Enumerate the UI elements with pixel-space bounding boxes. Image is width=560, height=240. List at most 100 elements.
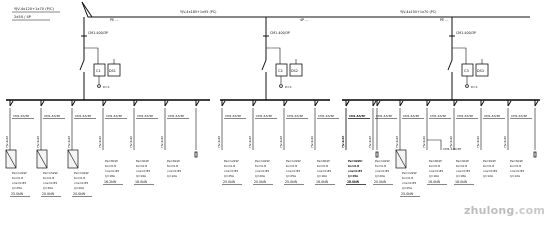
spare-terminal (375, 151, 379, 158)
branch-param: cos=0.85 (348, 169, 362, 173)
branch-param: Kx=0.8 (317, 164, 328, 168)
branch-switch (40, 100, 45, 107)
branch-breaker-label: CM1-63/3P (511, 114, 527, 118)
branch-param: Kx=0.8 (375, 164, 386, 168)
branch-switch (283, 100, 288, 107)
branch-param: Pe=15kW (43, 171, 58, 175)
branch-3: CM1-63/3PYJV-4x16Pe=12kWKx=0.8cos=0.85Ij… (279, 100, 308, 185)
capacitor-label: C2 (278, 69, 283, 73)
branch-breaker-label: CM1-63/3P (168, 114, 184, 118)
branch-param: Kx=0.8 (12, 176, 23, 180)
branch-2: CM1-63/3PYJV-4x16Pe=10kWKx=0.8cos=0.85Ij… (248, 100, 277, 185)
branch-switch (164, 100, 169, 107)
meter-tap (84, 47, 99, 60)
incomer-breaker-label: CM1-400/3P (270, 31, 290, 35)
branch-switch (195, 100, 200, 107)
branch-param: cos=0.85 (167, 169, 181, 173)
branch-load-label: 20.0kW (42, 192, 55, 196)
branch-param: Ij=25A (224, 174, 235, 178)
branch-param: Ij=25A (348, 174, 359, 178)
branch-param: Kx=0.8 (224, 164, 235, 168)
branch-breaker-label: CM1-63/3P (75, 114, 91, 118)
branch-param: Pe=8kW (429, 159, 442, 163)
branch-param: Pe=12kW (12, 171, 27, 175)
branch-param: cos=0.85 (224, 169, 238, 173)
branch-cable-label: YJV-4x16 (279, 135, 283, 148)
branch-load-label: 25.0kW (401, 192, 414, 196)
branch-param: Pe=9kW (136, 159, 149, 163)
branch-6 (375, 100, 381, 158)
branch-breaker-label: CM1-63/3P (457, 114, 473, 118)
branch-param: cos=0.85 (429, 169, 443, 173)
branch-switch (534, 100, 539, 107)
branch-param: Ij=16A (317, 174, 328, 178)
branch-param: cos=0.85 (43, 181, 57, 185)
branch-param: Kx=0.8 (348, 164, 359, 168)
branch-param: Pe=10kW (74, 171, 89, 175)
feeder-cable-label-mid: YJV-4x185+1x95 (PC) (180, 10, 217, 14)
branch-param: Pe=8kW (105, 159, 118, 163)
branch-breaker-label: CM1-63/3P (318, 114, 334, 118)
branch-load-label: 25.0kW (285, 180, 298, 184)
branch-load-label: 20.0kW (254, 180, 267, 184)
branch-param: Kx=0.8 (510, 164, 521, 168)
ground-terminal (97, 84, 101, 88)
branch-load-label: 16.0kW (316, 180, 329, 184)
branch-cable-label: YJV-4x16 (36, 135, 40, 148)
branch-cable-label: YJV-4x10 (422, 135, 426, 148)
branch-switch (399, 100, 404, 107)
branch-8 (533, 100, 539, 158)
branch-param: cos=0.85 (483, 169, 497, 173)
branch-breaker-label: CM1-63/3P (106, 114, 122, 118)
branch-1: CM1-63/3PYJV-4x16Pe=12kWKx=0.8cos=0.85Ij… (217, 100, 246, 185)
branch-param: cos=0.85 (317, 169, 331, 173)
branch-switch (221, 100, 226, 107)
branch-param: Pe=10kW (255, 159, 270, 163)
branch-cable-label: YJV-4x16 (395, 135, 399, 148)
sub-feed (427, 139, 442, 150)
branch-param: cos=0.85 (12, 181, 26, 185)
branch-param: Ij=25A (402, 186, 413, 190)
branch-switch (9, 100, 14, 107)
branch-param: cos=0.85 (255, 169, 269, 173)
branch-switch (252, 100, 257, 107)
watermark-text: zhulong (464, 204, 515, 217)
branch-param: cos=0.85 (74, 181, 88, 185)
branch-6: CM1-63/3PYJV-4x10Pe=6kWKx=0.8cos=0.85Ij=… (476, 100, 505, 178)
branch-switch (133, 100, 138, 107)
branch-load-label: 16.2kW (104, 180, 117, 184)
branch-param: Ij=20A (255, 174, 266, 178)
branch-cable-label: YJV-4x10 (476, 135, 480, 148)
branch-cable-label: YJV-4x16 (217, 135, 221, 148)
branch-param: Pe=6kW (510, 159, 523, 163)
branch-param: Ij=12A (167, 174, 178, 178)
branch-breaker-label: CM1-63/3P (13, 114, 29, 118)
branch-param: Kx=0.8 (74, 176, 85, 180)
branch-param: Ij=20A (74, 186, 85, 190)
branch-load-label: 16.0kW (428, 180, 441, 184)
branch-param: cos=0.85 (402, 181, 416, 185)
branch-cable-label: YJV-4x10 (129, 135, 133, 148)
capacitor-box (93, 63, 106, 77)
capacitor-box (275, 63, 288, 77)
branch-4: CM1-63/3PYJV-4x10Pe=8kWKx=0.8cos=0.85Ij=… (310, 100, 339, 185)
branch-load-label: 20.0kW (374, 180, 387, 184)
incomer-switch-blade (79, 59, 85, 71)
branch-breaker-label: CM1-63/3P (430, 114, 446, 118)
branch-load-label: 20.0kW (73, 192, 86, 196)
branch-param: Pe=12kW (402, 171, 417, 175)
capacitor-box (461, 63, 474, 77)
branch-cable-label: YJV-4x16 (67, 135, 71, 148)
branch-param: Ij=12A (510, 174, 521, 178)
branch-param: Kx=0.8 (255, 164, 266, 168)
branch-param: Pe=10kW (375, 159, 390, 163)
branch-switch (480, 100, 485, 107)
meter-label: DS3 (477, 69, 484, 73)
branch-param: Ij=16A (429, 174, 440, 178)
branch-param: Pe=9kW (456, 159, 469, 163)
branch-7 (194, 100, 200, 158)
supply-cable-label-2: 2x50 / 4P (14, 15, 32, 19)
branch-cable-label: YJV-4x10 (160, 135, 164, 148)
